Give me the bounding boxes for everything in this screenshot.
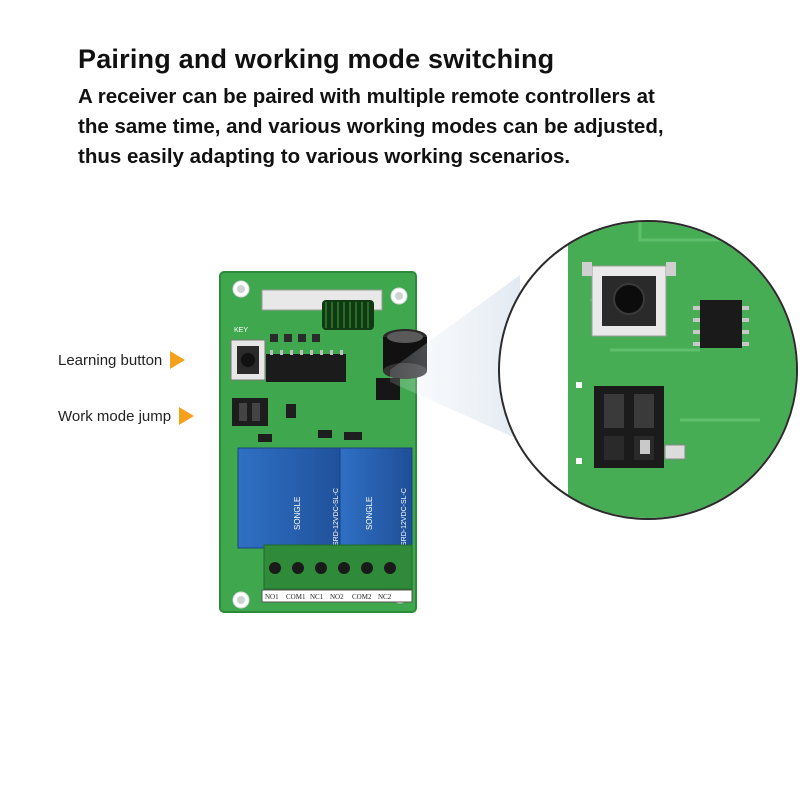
relay-board: KEY xyxy=(219,271,427,613)
relay-model-label: SRD-12VDC-SL-C xyxy=(401,488,408,546)
work-mode-jumper-zoomed xyxy=(594,386,664,468)
learning-button-zoomed xyxy=(582,262,676,337)
terminal-label: NC1 xyxy=(310,593,324,601)
callout-work-mode-jump: Work mode jump xyxy=(58,407,195,425)
description-line: A receiver can be paired with multiple r… xyxy=(78,85,655,108)
relay-brand-label: SONGLE xyxy=(365,497,374,530)
terminal-label: NO1 xyxy=(265,593,279,601)
terminal-label: NO2 xyxy=(330,593,344,601)
terminal-label: NC2 xyxy=(378,593,392,601)
callout-learning-button: Learning button xyxy=(58,351,186,369)
zoom-beam xyxy=(390,275,520,440)
headline: Pairing and working mode switching xyxy=(78,44,555,74)
relay-1: SONGLE SRD-12VDC-SL-C xyxy=(237,447,349,549)
description-line: thus easily adapting to various working … xyxy=(78,145,571,168)
key-label: KEY xyxy=(234,327,248,334)
relay-model-label: SRD-12VDC-SL-C xyxy=(333,488,340,546)
callout-work-mode-label: Work mode jump xyxy=(58,407,172,425)
antenna-coil xyxy=(261,289,383,330)
description: A receiver can be paired with multiple r… xyxy=(78,82,758,172)
terminal-label: COM1 xyxy=(286,593,306,601)
relay-2: SONGLE SRD-12VDC-SL-C xyxy=(339,447,413,549)
relay-brand-label: SONGLE xyxy=(293,497,302,530)
terminal-block: NO1 COM1 NC1 NO2 COM2 NC2 xyxy=(261,544,413,603)
callout-learning-label: Learning button xyxy=(58,351,163,369)
arrow-right-icon xyxy=(179,407,195,425)
terminal-label: COM2 xyxy=(352,593,372,601)
learning-button[interactable] xyxy=(230,339,266,381)
description-line: the same time, and various working modes… xyxy=(78,115,664,138)
zoom-detail xyxy=(498,220,798,520)
work-mode-jumper[interactable] xyxy=(232,398,268,426)
arrow-right-icon xyxy=(170,351,186,369)
